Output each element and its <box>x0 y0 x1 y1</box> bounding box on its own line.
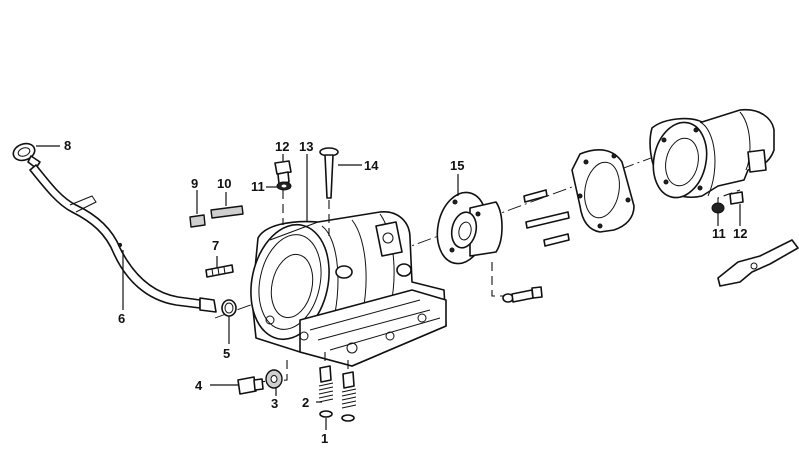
callout-11-left: 11 <box>251 179 265 194</box>
callout-4: 4 <box>195 378 203 393</box>
callout-13: 13 <box>299 139 313 154</box>
callout-12-right: 12 <box>733 226 747 241</box>
part-7-dowel-pin <box>205 264 234 278</box>
callout-10: 10 <box>217 176 231 191</box>
part-3-seal-ring <box>265 369 283 389</box>
part-15-rear-flange <box>436 191 503 265</box>
callout-5: 5 <box>223 346 230 361</box>
callout-8: 8 <box>64 138 71 153</box>
callout-3: 3 <box>271 396 278 411</box>
part-9-block <box>189 214 206 228</box>
dash-plug-to-housing <box>255 360 288 383</box>
part-5-o-ring <box>221 299 237 317</box>
callout-11-right: 11 <box>712 226 726 241</box>
gasket-plate <box>571 149 635 233</box>
part-13-transmission-housing <box>250 211 447 367</box>
part-2-spring-plug-a <box>318 365 334 418</box>
part-8-dipstick-handle <box>12 142 41 169</box>
rear-extension-housing <box>649 108 775 199</box>
mounting-bracket <box>717 239 799 287</box>
callout-7: 7 <box>212 238 219 253</box>
rear-bolt <box>502 286 543 303</box>
part-14-long-bolt <box>319 147 339 199</box>
part-4-drain-plug <box>237 376 264 395</box>
part-12-bolt-left <box>274 160 292 185</box>
part-12-bolt-right <box>729 191 744 205</box>
callout-15: 15 <box>450 158 464 173</box>
part-6-dipstick-tube <box>29 164 217 313</box>
callout-2: 2 <box>302 395 309 410</box>
dash-rear-bolt <box>491 262 505 297</box>
callout-1: 1 <box>321 431 328 446</box>
part-10-gasket-strip <box>210 205 244 219</box>
callout-6: 6 <box>118 311 125 326</box>
callout-12-left: 12 <box>275 139 289 154</box>
callout-9: 9 <box>191 176 198 191</box>
part-1-spring-plug-b <box>341 371 357 422</box>
callout-14: 14 <box>364 158 379 173</box>
studs <box>523 189 570 247</box>
part-11-washer-right <box>711 202 725 214</box>
